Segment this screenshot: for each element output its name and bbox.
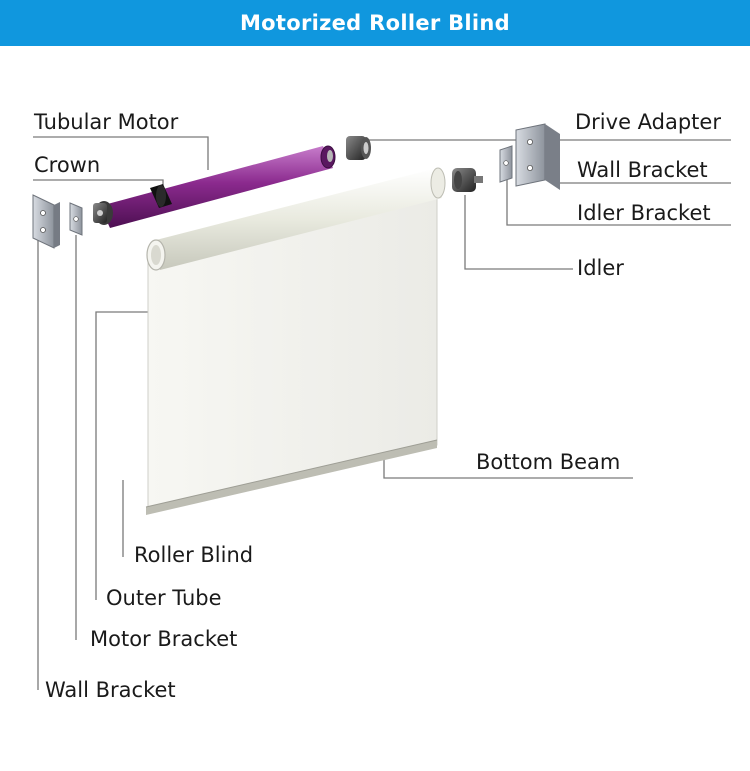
label-wall-bracket-left: Wall Bracket	[45, 678, 176, 702]
label-bottom-beam: Bottom Beam	[476, 450, 621, 474]
bottom-beam	[145, 439, 438, 515]
label-crown: Crown	[34, 153, 101, 177]
leader-tubular-motor	[33, 136, 209, 170]
idler-bracket	[499, 145, 513, 183]
leader-idler	[464, 195, 573, 270]
label-wall-bracket-right: Wall Bracket	[577, 158, 708, 182]
label-motor-bracket: Motor Bracket	[90, 627, 238, 651]
right-wall-bracket	[515, 123, 560, 190]
title-bar: Motorized Roller Blind	[0, 0, 750, 46]
leader-idler-bracket	[506, 178, 731, 226]
leader-bottom-beam	[383, 460, 633, 479]
motor-head	[93, 201, 113, 225]
label-idler-bracket: Idler Bracket	[577, 201, 711, 225]
leader-crown	[33, 179, 164, 185]
left-wall-bracket	[32, 194, 60, 249]
motor-bracket	[69, 202, 83, 236]
tubular-motor	[100, 145, 336, 228]
label-roller-blind: Roller Blind	[134, 543, 254, 567]
label-outer-tube: Outer Tube	[106, 586, 222, 610]
drive-adapter	[346, 136, 371, 160]
idler	[452, 168, 483, 192]
outer-tube	[146, 167, 446, 271]
label-drive-adapter: Drive Adapter	[575, 110, 721, 134]
crown	[150, 184, 172, 208]
diagram-title: Motorized Roller Blind	[239, 11, 511, 35]
label-tubular-motor: Tubular Motor	[34, 110, 179, 134]
label-idler: Idler	[577, 256, 624, 280]
leader-outer-tube	[95, 311, 148, 600]
